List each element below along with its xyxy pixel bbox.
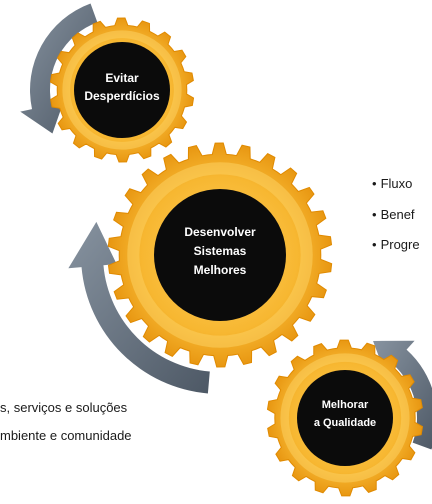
gear-mid-label-line3: Melhores (194, 263, 247, 277)
gear-desenvolver-sistemas (107, 142, 333, 368)
bullet-item-2: •Benef (372, 207, 415, 222)
gear-ring (62, 30, 182, 150)
gear-ring (280, 353, 410, 483)
gear-mid-label-line1: Desenvolver (184, 225, 256, 239)
gear-evitar-desperdicios (49, 17, 195, 163)
gear-ring (127, 162, 313, 348)
bullet-item-1: •Fluxo (372, 176, 413, 191)
bullet-item-3: •Progre (372, 237, 420, 252)
gear-top-label-line1: Evitar (105, 71, 139, 85)
gear-top-label-line2: Desperdícios (84, 89, 160, 103)
gear-mid-label-line2: Sistemas (194, 244, 247, 258)
arrow-mid-left-icon (68, 221, 210, 394)
bullet-dot-icon: • (372, 176, 377, 191)
gear-bot-label-line2: a Qualidade (314, 417, 376, 429)
arrow-top-left-icon (20, 3, 98, 134)
bottom-text-line1: s, serviços e soluções (0, 400, 128, 415)
gear-core (297, 370, 393, 466)
gear-bot-label-line1: Melhorar (322, 399, 369, 411)
gear-melhorar-qualidade (266, 339, 424, 497)
bottom-text-line2: mbiente e comunidade (0, 428, 132, 443)
bullet-dot-icon: • (372, 237, 377, 252)
gear-core (74, 42, 170, 138)
gear-core (154, 189, 286, 321)
bullet-dot-icon: • (372, 207, 377, 222)
